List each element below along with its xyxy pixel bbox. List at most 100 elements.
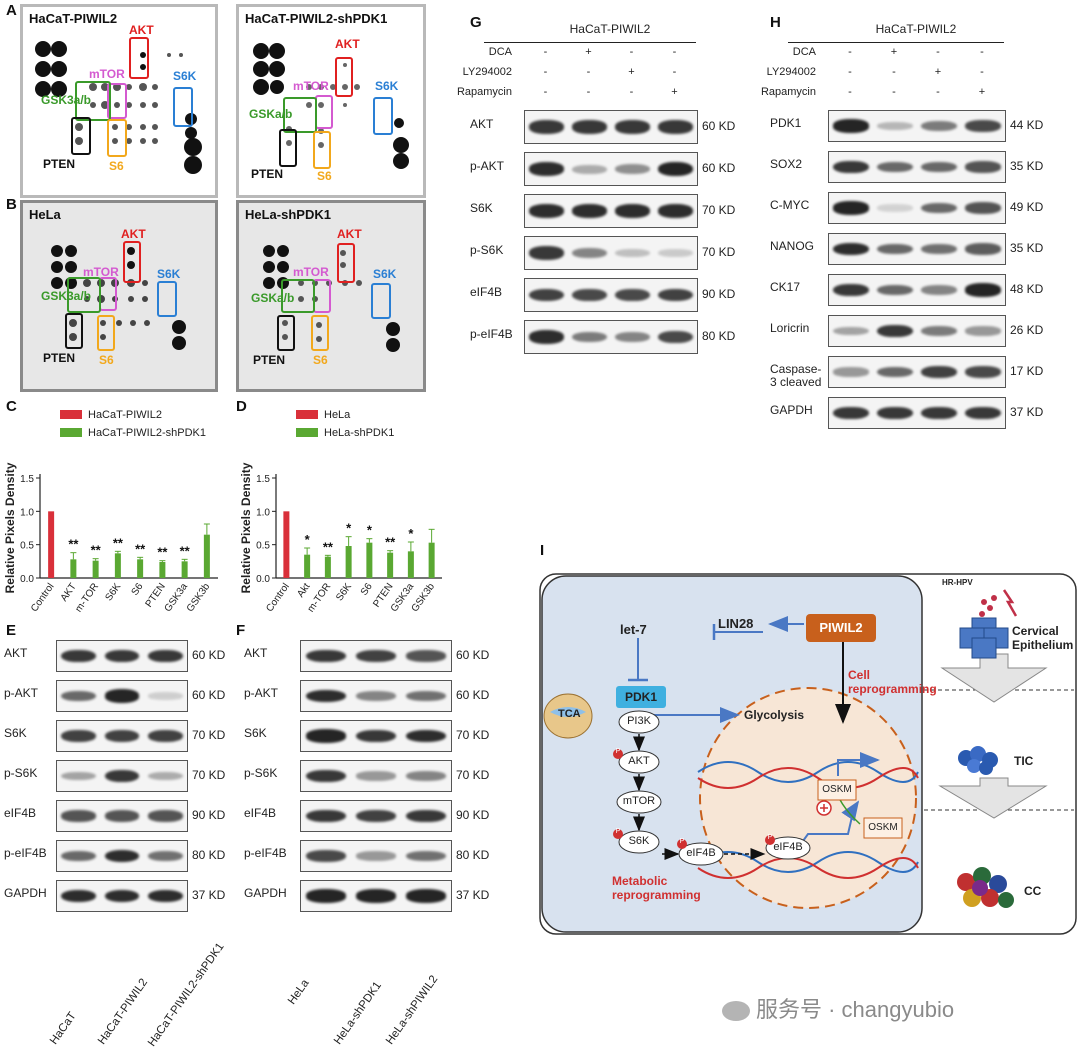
blot-row-label: AKT	[244, 646, 268, 660]
blot-row-label: eIF4B	[4, 806, 37, 820]
blot-band	[572, 120, 607, 134]
lane-label: HaCaT	[48, 1010, 79, 1047]
x-tick-label: Control	[264, 581, 292, 614]
panel-h-letter: H	[770, 14, 781, 31]
lane-label: HaCaT-PIWIL2	[96, 976, 151, 1047]
blot-kd-label: 60 KD	[702, 161, 736, 175]
blot-kd-label: 90 KD	[192, 808, 226, 822]
blot-band	[658, 161, 693, 176]
blot-band	[615, 288, 650, 302]
blot-band	[572, 164, 607, 174]
s6k-node-label: S6K	[628, 835, 650, 847]
blot-band	[61, 729, 96, 743]
x-tick-label: m-TOR	[73, 581, 101, 614]
condition-sign: -	[629, 86, 634, 98]
condition-sign: +	[978, 86, 986, 98]
blot-strip	[56, 760, 188, 792]
array-title: HaCaT-PIWIL2	[29, 11, 118, 26]
gsk-label: GSKa/b	[251, 291, 295, 305]
pi3k-label: PI3K	[627, 715, 651, 727]
blot-band	[877, 366, 913, 378]
blot-title: HaCaT-PIWIL2	[875, 22, 957, 36]
blot-title: HaCaT-PIWIL2	[569, 22, 651, 36]
significance-label: **	[323, 539, 334, 554]
s6-label: S6	[317, 169, 332, 183]
s6k-box	[373, 97, 393, 135]
blot-band	[572, 247, 607, 259]
blot-kd-label: 44 KD	[1010, 118, 1044, 132]
array-hacat-shpdk1: HaCaT-PIWIL2-shPDK1 AKT mTOR GSKa/b S6K …	[236, 4, 426, 198]
y-tick-label: 1.5	[20, 474, 34, 485]
cc-label: CC	[1024, 884, 1042, 898]
blot-band	[406, 650, 446, 662]
significance-label: **	[68, 537, 79, 552]
lin28-label: LIN28	[718, 616, 754, 631]
gsk-box	[283, 97, 317, 133]
x-tick-label: Control	[29, 581, 57, 614]
x-tick-label: S6K	[103, 581, 123, 603]
mtor-label: mTOR	[89, 67, 125, 81]
condition-label: LY294002	[766, 66, 816, 78]
s6-box	[313, 131, 331, 169]
blot-band	[833, 367, 869, 377]
blot-row-label: p-S6K	[4, 766, 38, 780]
blot-title-rule	[484, 42, 696, 43]
blot-row-label: AKT	[4, 646, 28, 660]
blot-row-label: p-AKT	[244, 686, 279, 700]
blot-band	[833, 326, 869, 336]
blot-row-label: SOX2	[770, 157, 803, 171]
panel-f-letter: F	[236, 622, 246, 639]
blot-strip	[300, 800, 452, 832]
blot-row-label: S6K	[4, 726, 27, 740]
x-tick-label: S6K	[334, 581, 354, 603]
blot-band	[921, 120, 957, 132]
y-tick-label: 1.5	[256, 474, 270, 485]
x-tick-label: AKT	[59, 581, 79, 603]
blot-band	[965, 366, 1001, 378]
pten-box	[65, 313, 83, 349]
blot-band	[104, 810, 140, 822]
blot-kd-label: 26 KD	[1010, 323, 1044, 337]
phospho-marker: P	[615, 748, 621, 755]
panel-b-letter: B	[6, 196, 17, 213]
condition-sign: +	[628, 66, 635, 78]
blot-band	[965, 283, 1001, 297]
condition-sign: -	[586, 86, 591, 98]
blot-band	[658, 330, 693, 344]
blot-band	[615, 248, 650, 258]
x-tick-label: Akt	[295, 581, 312, 599]
blot-strip	[828, 397, 1006, 429]
blot-kd-label: 60 KD	[192, 688, 226, 702]
blot-band	[356, 809, 396, 823]
akt-box	[123, 241, 141, 283]
s6k-box	[371, 283, 391, 319]
blot-band	[877, 324, 913, 338]
array-title: HeLa	[29, 207, 61, 222]
blot-kd-label: 60 KD	[456, 648, 490, 662]
condition-sign: +	[585, 46, 592, 58]
phospho-marker: P	[615, 828, 621, 835]
y-tick-label: 0.0	[20, 574, 34, 585]
blot-band	[148, 850, 183, 862]
blot-kd-label: 17 KD	[1010, 364, 1044, 378]
akt-box	[335, 57, 353, 97]
blot-strip	[300, 760, 452, 792]
condition-sign: -	[543, 46, 548, 58]
y-tick-label: 1.0	[20, 507, 34, 518]
blot-band	[529, 120, 564, 134]
lane-label: HaCaT-PIWIL2-shPDK1	[146, 940, 227, 1049]
blot-kd-label: 37 KD	[1010, 405, 1044, 419]
mtor-node-label: mTOR	[622, 795, 656, 807]
condition-sign: -	[892, 66, 896, 78]
array-hacat-piwil2: HaCaT-PIWIL2 AKT mTOR GSK3a/b S6K PTEN	[20, 4, 218, 198]
chart-c: HaCaT-PIWIL2HaCaT-PIWIL2-shPDK10.00.51.0…	[3, 409, 218, 614]
blot-band	[306, 769, 346, 783]
blot-row-label: Caspase-3 cleaved	[770, 362, 822, 389]
condition-sign: -	[980, 66, 984, 78]
condition-sign: -	[543, 86, 548, 98]
blot-band	[148, 649, 183, 663]
blot-strip	[56, 800, 188, 832]
